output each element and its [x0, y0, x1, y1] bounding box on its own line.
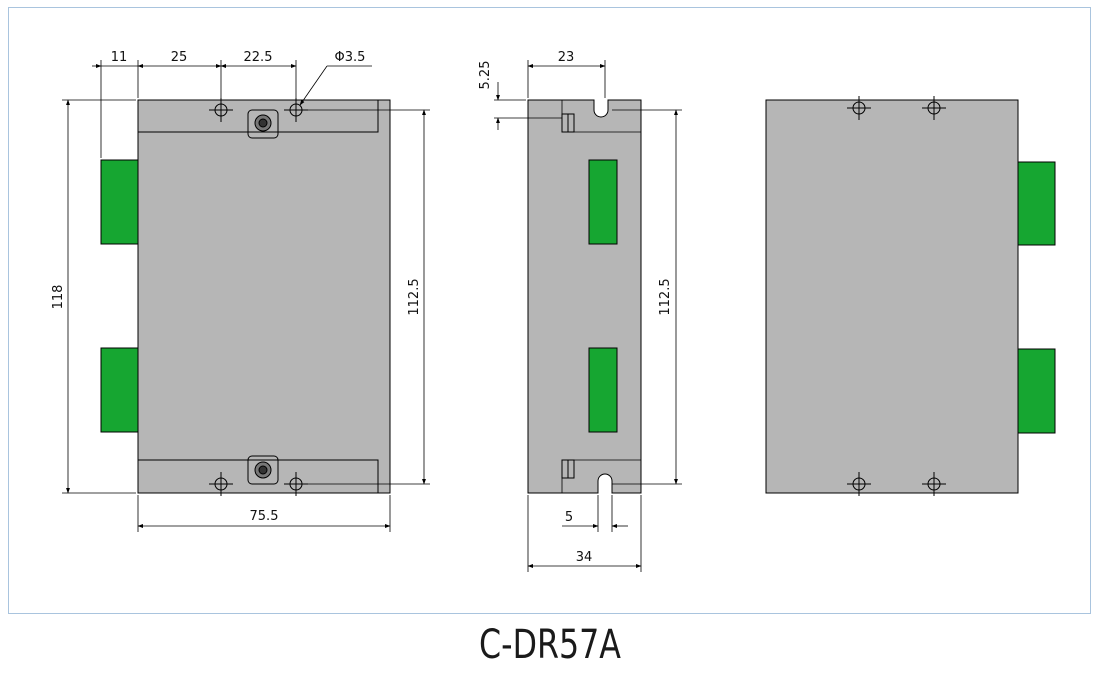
side-dim-112-5: 112.5	[658, 278, 673, 315]
back-hole-top-right-icon	[922, 96, 946, 120]
side-connector-bottom	[588, 347, 618, 433]
front-dim-25: 25	[171, 50, 188, 65]
front-hole-bottom-left-icon	[209, 472, 233, 496]
front-screw-top	[247, 109, 279, 139]
side-dim-5: 5	[565, 510, 573, 525]
back-hole-top-left-icon	[847, 96, 871, 120]
front-connector-bottom	[100, 347, 139, 433]
side-view	[494, 60, 682, 572]
front-flange-top	[137, 99, 379, 133]
side-screw-bottom	[561, 459, 575, 479]
front-view	[62, 60, 430, 532]
front-flange-bottom	[137, 459, 379, 494]
back-body	[765, 99, 1019, 494]
front-connector-top	[100, 159, 139, 245]
side-body	[527, 99, 642, 494]
back-hole-bottom-right-icon	[922, 472, 946, 496]
front-dim-width-75-5: 75.5	[250, 509, 279, 524]
side-view-labels: 23 5.25 112.5 5 34	[478, 50, 673, 565]
side-dim-34: 34	[576, 550, 593, 565]
front-body	[137, 99, 391, 494]
front-dim-height-112-5: 112.5	[407, 278, 422, 315]
back-connector-top	[1017, 161, 1056, 246]
front-dim-11: 11	[111, 50, 128, 65]
front-dim-height-118: 118	[51, 285, 66, 310]
back-connector-bottom	[1017, 348, 1056, 434]
front-view-labels: 11 25 22.5 Φ3.5 118 112.5 75.5	[51, 50, 422, 524]
back-view	[765, 96, 1056, 496]
side-screw-top	[494, 113, 575, 133]
back-hole-bottom-left-icon	[847, 472, 871, 496]
front-dim-hole: Φ3.5	[335, 50, 366, 65]
front-hole-top-left-icon	[209, 98, 233, 122]
side-dim-23: 23	[558, 50, 575, 65]
front-dim-22-5: 22.5	[244, 50, 273, 65]
side-dim-5-25: 5.25	[478, 61, 493, 90]
model-title: C-DR57A	[479, 622, 621, 668]
side-connector-top	[588, 159, 618, 245]
front-screw-bottom	[247, 455, 279, 485]
